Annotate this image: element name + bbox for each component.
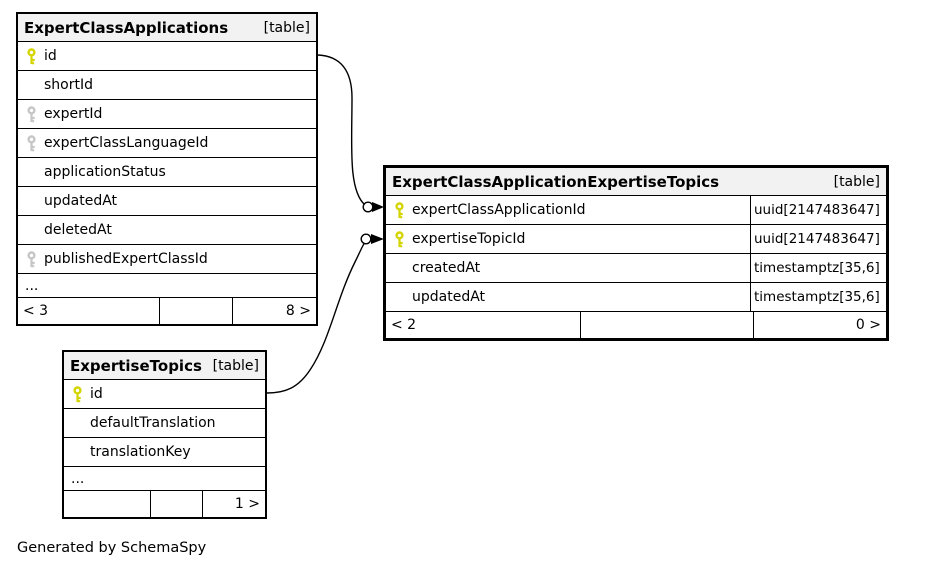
column-name: translationKey	[90, 444, 191, 460]
footer-children-count[interactable]: 0 >	[753, 312, 886, 338]
column-type: timestamptz[35,6]	[750, 283, 886, 311]
column-type: timestamptz[35,6]	[750, 254, 886, 282]
column-name: applicationStatus	[44, 164, 166, 180]
column-name: publishedExpertClassId	[44, 251, 208, 267]
table-name-link[interactable]: ExpertClassApplicationExpertiseTopics	[392, 172, 720, 191]
footer-parents-count[interactable]: < 3	[23, 303, 49, 319]
column-row-translationKey: translationKey	[64, 438, 265, 467]
primary-key-icon	[64, 385, 90, 403]
foreign-key-icon	[18, 134, 44, 152]
footer-parents-count[interactable]: < 2	[391, 317, 417, 333]
column-row-applicationStatus: applicationStatus	[18, 158, 316, 187]
footer-middle-cell	[150, 491, 202, 517]
column-name: id	[90, 386, 103, 402]
column-type: uuid[2147483647]	[750, 225, 886, 253]
column-name: shortId	[44, 77, 93, 93]
more-columns-ellipsis: ...	[64, 467, 265, 491]
column-name: expertiseTopicId	[412, 231, 526, 247]
footer-children-count[interactable]: 1 >	[202, 491, 265, 517]
column-name: expertClassLanguageId	[44, 135, 209, 151]
table-name-link[interactable]: ExpertiseTopics	[70, 356, 202, 375]
column-row-updatedAt: updatedAt	[18, 187, 316, 216]
column-name: expertClassApplicationId	[412, 202, 586, 218]
column-type: uuid[2147483647]	[750, 196, 886, 224]
footer-middle-cell	[159, 298, 232, 324]
column-row-updatedAt: updatedAt timestamptz[35,6]	[386, 283, 886, 312]
table-badge: [table]	[263, 19, 310, 36]
column-row-expertClassLanguageId: expertClassLanguageId	[18, 129, 316, 158]
footer-children-count[interactable]: 8 >	[232, 298, 316, 324]
foreign-key-icon	[18, 105, 44, 123]
primary-key-icon	[386, 230, 412, 248]
relationship-line-applications-to-join	[317, 54, 384, 213]
table-name-link[interactable]: ExpertClassApplications	[24, 18, 229, 37]
column-row-expertiseTopicId: expertiseTopicId uuid[2147483647]	[386, 225, 886, 254]
table-footer: < 3 8 >	[18, 298, 316, 324]
table-header: ExpertClassApplications [table]	[18, 14, 316, 42]
column-row-expertClassApplicationId: expertClassApplicationId uuid[2147483647]	[386, 196, 886, 225]
table-footer: 1 >	[64, 491, 265, 517]
zero-circle-icon	[362, 201, 374, 213]
table-badge: [table]	[833, 173, 880, 190]
column-row-defaultTranslation: defaultTranslation	[64, 409, 265, 438]
column-row-expertId: expertId	[18, 100, 316, 129]
generated-by-caption: Generated by SchemaSpy	[17, 540, 207, 556]
table-footer: < 2 0 >	[386, 312, 886, 338]
zero-circle-icon	[360, 233, 372, 245]
column-row-publishedExpertClassId: publishedExpertClassId	[18, 245, 316, 274]
column-row-createdAt: createdAt timestamptz[35,6]	[386, 254, 886, 283]
column-name: id	[44, 48, 57, 64]
table-header: ExpertClassApplicationExpertiseTopics [ta…	[386, 168, 886, 196]
primary-key-icon	[18, 47, 44, 65]
column-name: createdAt	[412, 260, 481, 276]
column-name: updatedAt	[44, 193, 118, 209]
table-ExpertClassApplicationExpertiseTopics: ExpertClassApplicationExpertiseTopics [ta…	[383, 165, 889, 341]
column-name: expertId	[44, 106, 103, 122]
column-row-shortId: shortId	[18, 71, 316, 100]
column-row-id: id	[18, 42, 316, 71]
column-row-id: id	[64, 380, 265, 409]
more-columns-ellipsis: ...	[18, 274, 316, 298]
table-header: ExpertiseTopics [table]	[64, 352, 265, 380]
table-badge: [table]	[212, 357, 259, 374]
column-row-deletedAt: deletedAt	[18, 216, 316, 245]
column-name: deletedAt	[44, 222, 112, 238]
primary-key-icon	[386, 201, 412, 219]
table-ExpertiseTopics: ExpertiseTopics [table] id defaultTranslati…	[62, 350, 267, 519]
foreign-key-icon	[18, 250, 44, 268]
column-name: defaultTranslation	[90, 415, 216, 431]
footer-parents-count[interactable]	[64, 491, 150, 517]
column-name: updatedAt	[412, 289, 486, 305]
footer-middle-cell	[580, 312, 753, 338]
table-ExpertClassApplications: ExpertClassApplications [table] id shortId e…	[16, 12, 318, 326]
